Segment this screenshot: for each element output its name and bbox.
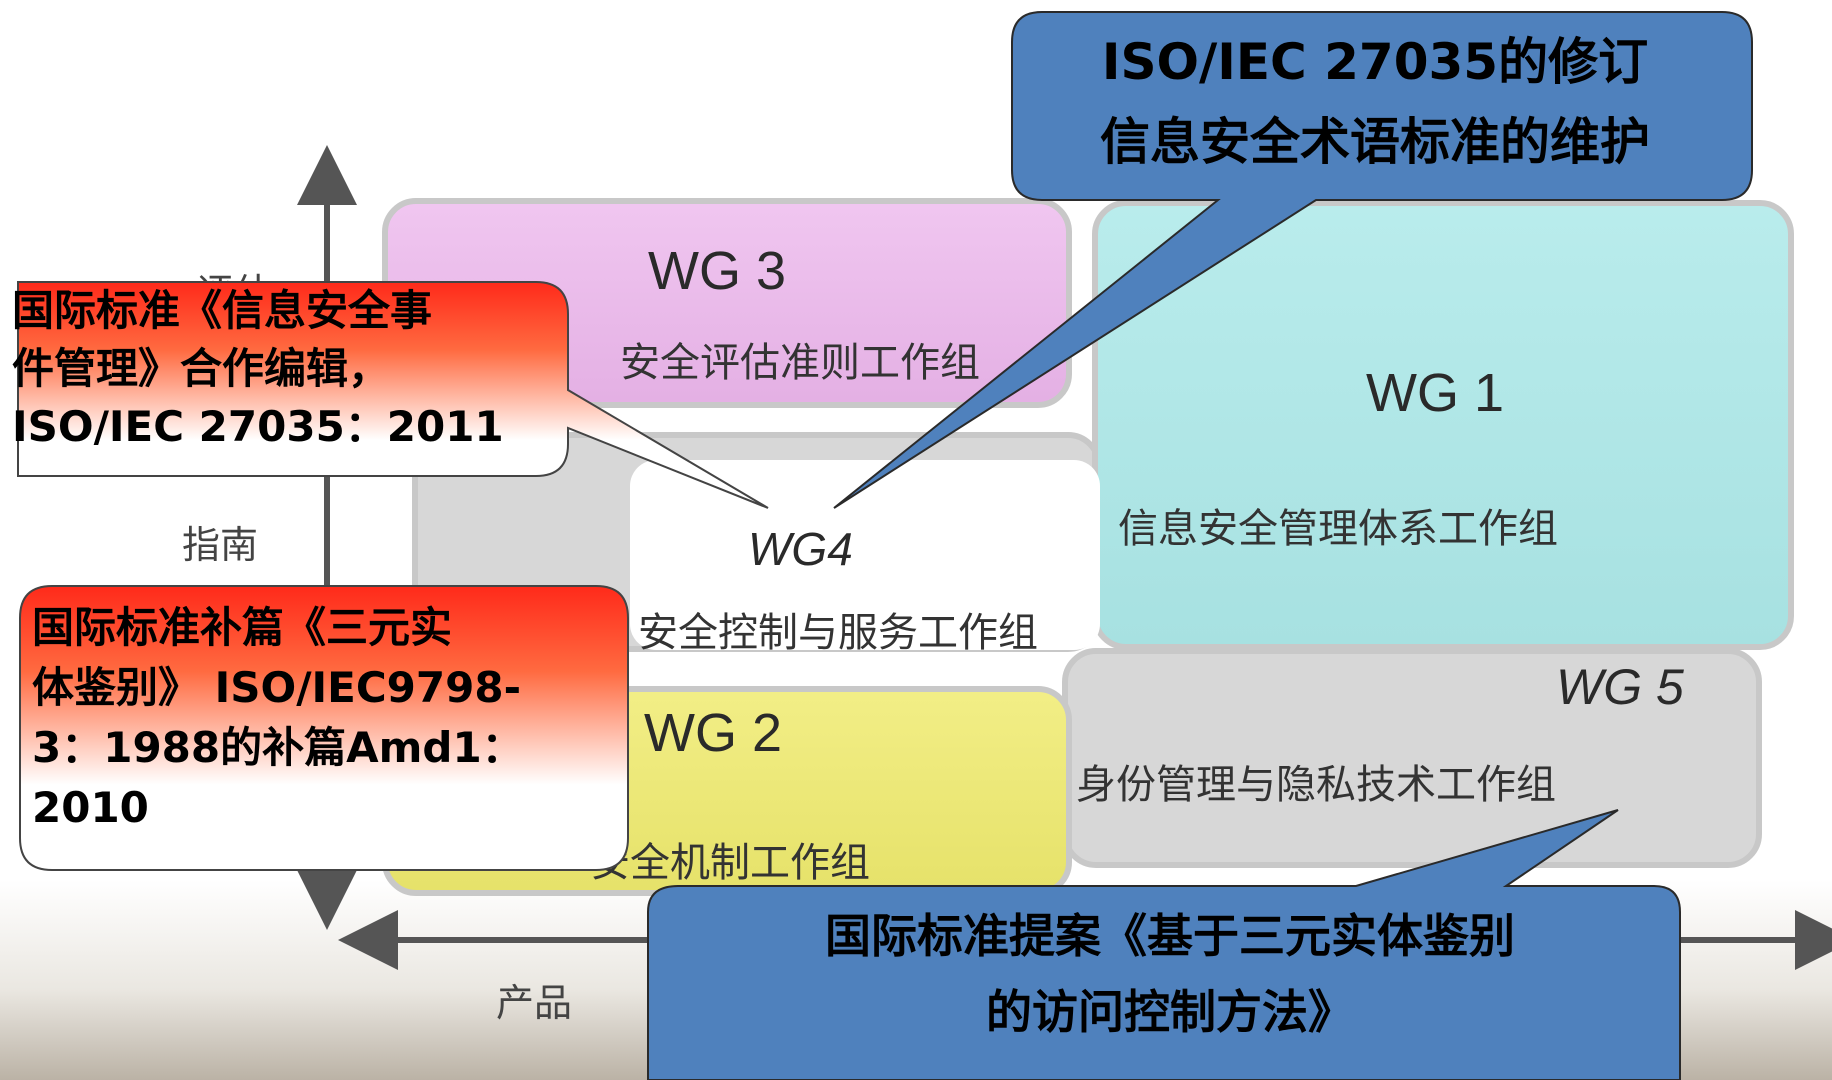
- wg1-title: WG 1: [1366, 363, 1505, 423]
- callout-red-bottom-line: 3：1988的补篇Amd1：: [32, 723, 524, 772]
- wg5-title: WG 5: [1556, 659, 1684, 715]
- callout-red-bottom-text: 国际标准补篇《三元实 体鉴别》 ISO/IEC9798- 3：1988的补篇Am…: [32, 598, 524, 838]
- wg4-title: WG4: [748, 523, 853, 575]
- callout-blue-bottom-line: 的访问控制方法》: [986, 985, 1354, 1039]
- callout-blue-top-line: 信息安全术语标准的维护: [1100, 113, 1650, 171]
- callout-red-top-line: ISO/IEC 27035：2011: [12, 402, 504, 451]
- callout-red-top-shape: [17, 281, 769, 509]
- wg2-title: WG 2: [644, 703, 783, 763]
- callout-blue-top-shape: [833, 11, 1753, 509]
- wg4-inner-panel: [630, 460, 1100, 650]
- callout-blue-bottom-text: 国际标准提案《基于三元实体鉴别 的访问控制方法》: [660, 898, 1680, 1050]
- wg3-desc: 安全评估准则工作组: [620, 340, 980, 386]
- wg1-panel: [1092, 200, 1794, 650]
- wg4-desc: 安全控制与服务工作组: [638, 610, 1038, 656]
- wg1-desc: 信息安全管理体系工作组: [1118, 506, 1558, 552]
- callout-red-bottom-shape: [19, 585, 629, 871]
- axis-label-guide: 指南: [182, 523, 259, 567]
- wg5-desc: 身份管理与隐私技术工作组: [1076, 762, 1556, 808]
- callout-red-bottom-line: 体鉴别》 ISO/IEC9798-: [32, 663, 522, 712]
- callout-blue-bottom-line: 国际标准提案《基于三元实体鉴别: [825, 909, 1515, 963]
- wg2-desc: 安全机制工作组: [590, 840, 870, 886]
- wg3-title: WG 3: [648, 241, 787, 301]
- wg5-panel: [1062, 648, 1762, 868]
- axis-label-product: 产品: [496, 981, 573, 1025]
- callout-red-bottom-line: 国际标准补篇《三元实: [32, 603, 453, 652]
- callout-blue-top-line: ISO/IEC 27035的修订: [1101, 33, 1649, 91]
- callout-blue-bottom-shape: [647, 809, 1681, 1080]
- callout-red-bottom-line: 2010: [32, 783, 149, 832]
- callout-red-top-line: 国际标准《信息安全事: [12, 286, 433, 335]
- callout-red-top-line: 件管理》合作编辑，: [12, 344, 391, 393]
- callout-blue-top-text: ISO/IEC 27035的修订 信息安全术语标准的维护: [1010, 22, 1740, 182]
- callout-red-top-text: 国际标准《信息安全事 件管理》合作编辑， ISO/IEC 27035：2011: [12, 282, 504, 456]
